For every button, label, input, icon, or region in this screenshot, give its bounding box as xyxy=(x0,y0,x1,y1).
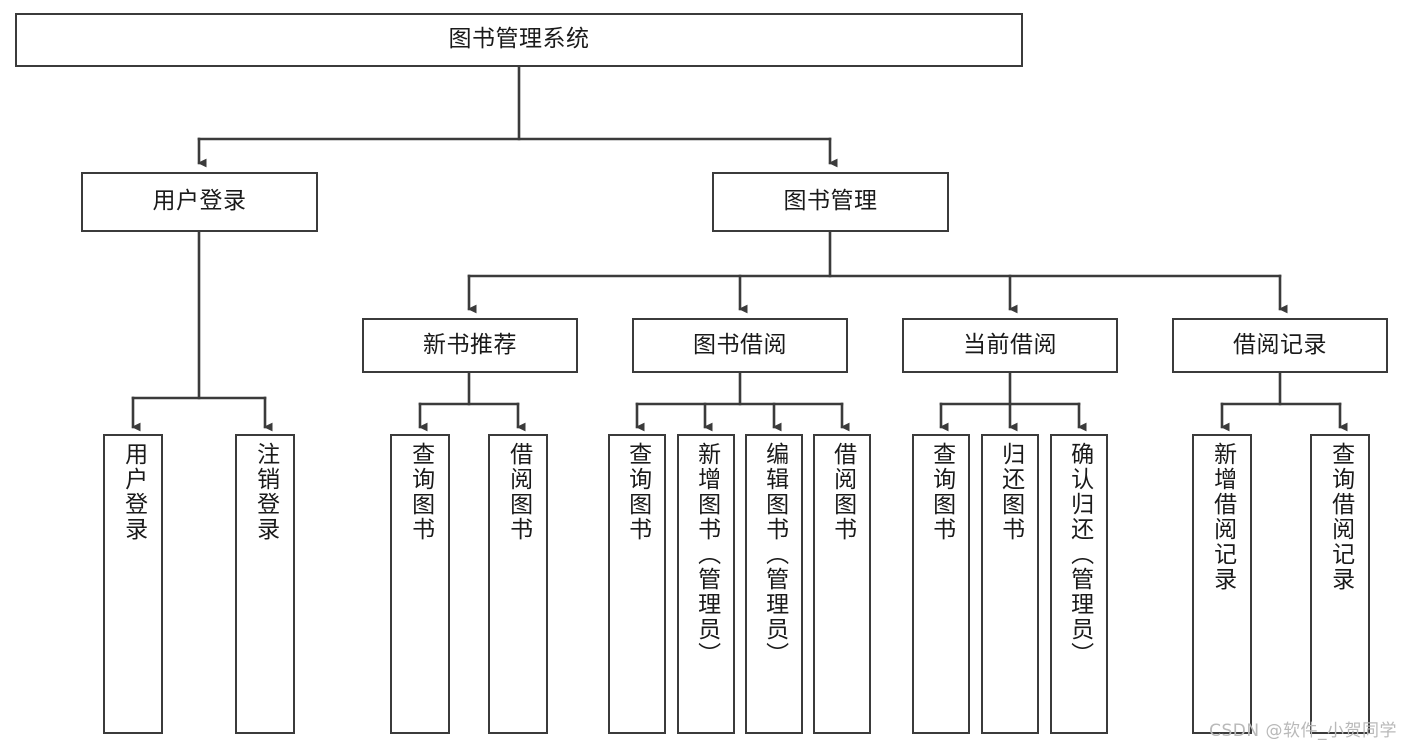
node-label: 图书借阅 xyxy=(693,331,787,358)
node-label: 注销登录 xyxy=(252,442,279,542)
node-leaf-logout[interactable]: 注销登录 xyxy=(235,434,295,734)
node-label: 借阅图书 xyxy=(829,442,856,542)
node-label: 图书管理 xyxy=(783,188,878,215)
node-leaf-query-book-recommend[interactable]: 查询图书 xyxy=(390,434,450,734)
node-leaf-confirm-return-admin[interactable]: 确认归还（管理员） xyxy=(1050,434,1108,734)
node-leaf-return-book[interactable]: 归还图书 xyxy=(981,434,1039,734)
node-label: 确认归还（管理员） xyxy=(1066,442,1093,667)
node-leaf-user-login[interactable]: 用户登录 xyxy=(103,434,163,734)
node-leaf-query-book-borrow[interactable]: 查询图书 xyxy=(608,434,666,734)
node-leaf-add-book-admin[interactable]: 新增图书（管理员） xyxy=(677,434,735,734)
node-leaf-query-book-current[interactable]: 查询图书 xyxy=(912,434,970,734)
node-label: 用户登录 xyxy=(152,188,247,215)
node-label: 查询图书 xyxy=(407,442,434,542)
node-label: 用户登录 xyxy=(120,442,147,542)
node-label: 图书管理系统 xyxy=(448,26,590,53)
node-label: 归还图书 xyxy=(997,442,1024,542)
node-label: 新书推荐 xyxy=(423,331,517,358)
node-label: 新增图书（管理员） xyxy=(693,442,720,667)
node-new-book-recommend[interactable]: 新书推荐 xyxy=(362,318,578,373)
node-leaf-borrow-book-recommend[interactable]: 借阅图书 xyxy=(488,434,548,734)
node-leaf-edit-book-admin[interactable]: 编辑图书（管理员） xyxy=(745,434,803,734)
node-current-borrow[interactable]: 当前借阅 xyxy=(902,318,1118,373)
node-label: 新增借阅记录 xyxy=(1209,442,1236,592)
watermark-text: CSDN @软件_小贺同学 xyxy=(1209,721,1397,741)
node-book-borrow[interactable]: 图书借阅 xyxy=(632,318,848,373)
node-user-login[interactable]: 用户登录 xyxy=(81,172,318,232)
node-label: 借阅记录 xyxy=(1233,331,1327,358)
node-leaf-borrow-book[interactable]: 借阅图书 xyxy=(813,434,871,734)
node-label: 编辑图书（管理员） xyxy=(761,442,788,667)
node-label: 查询图书 xyxy=(928,442,955,542)
node-borrow-record[interactable]: 借阅记录 xyxy=(1172,318,1388,373)
node-leaf-add-borrow-record[interactable]: 新增借阅记录 xyxy=(1192,434,1252,734)
node-root-book-management-system[interactable]: 图书管理系统 xyxy=(15,13,1023,67)
node-label: 当前借阅 xyxy=(963,331,1057,358)
node-label: 查询图书 xyxy=(624,442,651,542)
node-label: 查询借阅记录 xyxy=(1327,442,1354,592)
node-label: 借阅图书 xyxy=(505,442,532,542)
node-leaf-query-borrow-record[interactable]: 查询借阅记录 xyxy=(1310,434,1370,734)
node-book-management[interactable]: 图书管理 xyxy=(712,172,949,232)
